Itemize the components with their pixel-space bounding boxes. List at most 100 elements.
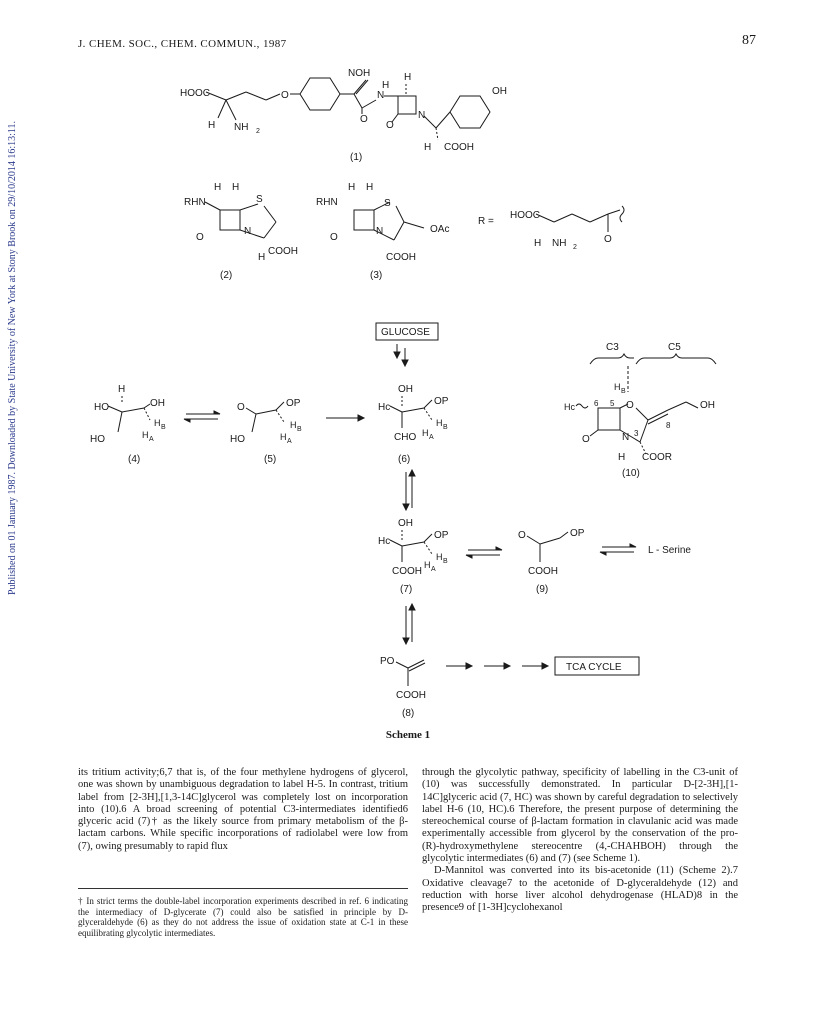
svg-text:8: 8 (666, 421, 671, 430)
svg-text:OH: OH (398, 518, 413, 529)
svg-text:B: B (297, 426, 302, 433)
svg-text:O: O (237, 402, 245, 413)
svg-text:OP: OP (434, 530, 449, 541)
svg-text:H: H (208, 120, 215, 131)
right-column-paragraph-1: through the glycolytic pathway, specific… (422, 767, 738, 865)
svg-text:HO: HO (90, 434, 105, 445)
svg-text:A: A (287, 438, 292, 445)
compound-5-structure: O OP H B H A HO (230, 398, 302, 445)
svg-text:Hc: Hc (564, 402, 575, 412)
footnote: † In strict terms the double-label incor… (78, 896, 408, 938)
svg-text:A: A (149, 436, 154, 443)
compound-7-structure: OH Hc OP H B COOH H A (378, 518, 449, 577)
svg-text:H: H (436, 418, 443, 428)
svg-text:N: N (376, 226, 383, 237)
svg-text:PO: PO (380, 656, 395, 667)
journal-header: J. CHEM. SOC., CHEM. COMMUN., 1987 (78, 38, 287, 50)
svg-text:NOH: NOH (348, 68, 370, 79)
svg-text:O: O (604, 234, 612, 245)
svg-text:OH: OH (492, 86, 507, 97)
svg-text:NH: NH (552, 238, 566, 249)
compound-1-structure: HOOC O NOH O N H H O N OH H COOH H NH 2 (180, 68, 507, 153)
scheme-1-figure: HOOC O NOH O N H H O N OH H COOH H NH 2 (90, 68, 717, 719)
compound-label-7: (7) (400, 584, 412, 595)
svg-text:COOR: COOR (642, 452, 672, 463)
svg-text:H: H (404, 72, 411, 83)
svg-text:COOH: COOH (528, 566, 558, 577)
svg-text:H: H (424, 560, 431, 570)
svg-text:N: N (622, 432, 629, 443)
svg-text:O: O (386, 120, 394, 131)
glucose-box (375, 322, 439, 341)
glucose-label: GLUCOSE (381, 327, 430, 338)
compound-label-8: (8) (402, 708, 414, 719)
svg-text:H: H (534, 238, 541, 249)
svg-text:N: N (244, 226, 251, 237)
compound-label-3: (3) (370, 270, 382, 281)
c3-label: C3 (606, 342, 619, 353)
r-definition: R = (478, 216, 494, 227)
svg-text:NH: NH (234, 122, 248, 133)
compound-label-6: (6) (398, 454, 410, 465)
svg-text:O: O (582, 434, 590, 445)
svg-text:S: S (384, 198, 391, 209)
svg-text:OP: OP (434, 396, 449, 407)
svg-text:HO: HO (94, 402, 109, 413)
svg-text:B: B (161, 424, 166, 431)
svg-text:2: 2 (256, 128, 260, 135)
compound-label-5: (5) (264, 454, 276, 465)
left-column-text: its tritium activity;6,7 that is, of the… (78, 767, 408, 853)
left-column-paragraph: its tritium activity;6,7 that is, of the… (78, 767, 408, 852)
compound-8-structure: PO COOH (380, 656, 426, 701)
compound-9-structure: O OP COOH (518, 528, 585, 577)
svg-text:H: H (618, 452, 625, 463)
svg-text:OAc: OAc (430, 224, 449, 235)
svg-text:N: N (418, 110, 425, 121)
svg-text:H: H (280, 432, 287, 442)
svg-text:H: H (424, 142, 431, 153)
svg-text:H: H (422, 428, 429, 438)
right-column-text: through the glycolytic pathway, specific… (422, 767, 738, 915)
svg-text:HOOC: HOOC (510, 210, 540, 221)
svg-text:COOH: COOH (444, 142, 474, 153)
svg-text:RHN: RHN (316, 197, 338, 208)
svg-text:CHO: CHO (394, 432, 416, 443)
svg-text:H: H (154, 418, 161, 428)
svg-text:H: H (366, 182, 373, 193)
r-group-structure: HOOC O H NH 2 (510, 205, 625, 251)
svg-text:OH: OH (700, 400, 715, 411)
svg-text:COOH: COOH (392, 566, 422, 577)
svg-text:H: H (232, 182, 239, 193)
svg-text:H: H (348, 182, 355, 193)
svg-text:3: 3 (634, 429, 639, 438)
svg-text:S: S (256, 194, 263, 205)
compound-10-structure: C3 C5 H B Hc 6 5 O N 3 8 OH O H COOR (564, 342, 717, 463)
svg-text:B: B (443, 424, 448, 431)
compound-label-1: (1) (350, 152, 362, 163)
svg-text:HOOC: HOOC (180, 88, 210, 99)
svg-text:OH: OH (398, 384, 413, 395)
svg-text:N: N (377, 90, 384, 101)
page-number: 87 (742, 33, 756, 48)
svg-text:H: H (214, 182, 221, 193)
svg-text:H: H (614, 382, 621, 392)
scheme-caption: Scheme 1 (385, 729, 431, 741)
svg-text:OH: OH (150, 398, 165, 409)
tca-cycle-box (554, 656, 640, 676)
svg-text:B: B (621, 388, 626, 395)
compound-label-2: (2) (220, 270, 232, 281)
compound-3-structure: RHN H H S N OAc O COOH (316, 182, 449, 263)
svg-text:O: O (196, 232, 204, 243)
svg-text:COOH: COOH (386, 252, 416, 263)
svg-text:5: 5 (610, 399, 615, 408)
compound-2-structure: RHN H H S N O H COOH (184, 182, 298, 263)
svg-text:OP: OP (570, 528, 585, 539)
svg-text:O: O (626, 400, 634, 411)
right-column-paragraph-2: D-Mannitol was converted into its bis-ac… (422, 865, 738, 914)
svg-text:H: H (290, 420, 297, 430)
svg-text:H: H (118, 384, 125, 395)
svg-text:O: O (360, 114, 368, 125)
svg-text:HO: HO (230, 434, 245, 445)
svg-text:RHN: RHN (184, 197, 206, 208)
compound-4-structure: H HO OH H B H A HO (90, 384, 166, 445)
